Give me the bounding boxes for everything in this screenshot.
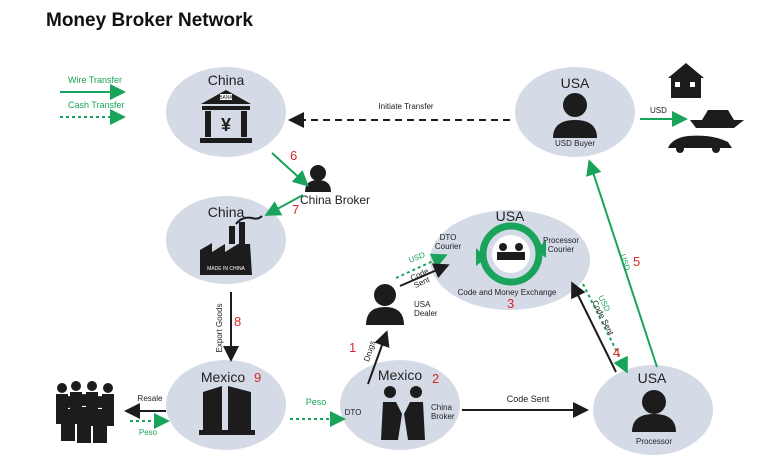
factory-icon: MADE IN CHINA [200,215,263,275]
china-bank-label: China [208,72,245,88]
crowd-icon [56,381,114,443]
house-icon [668,63,704,98]
usa-buyer-sub: USD Buyer [555,139,595,148]
handshake-icon [381,386,425,440]
step-6: 6 [290,148,297,163]
drugs-arrow [367,330,390,385]
usa-exchange-label: USA [496,208,525,224]
processor-person-icon [632,390,676,432]
china-broker-label: China Broker [300,193,370,207]
yen-symbol: ¥ [221,115,231,135]
usd-processor-arrow [582,283,628,374]
dealer-person-icon [366,284,404,325]
initiate-transfer-label: Initiate Transfer [378,102,433,111]
legend-wire-label: Wire Transfer [68,75,122,85]
step-1: 1 [349,340,356,355]
arrow-7 [264,194,304,216]
page-title: Money Broker Network [46,10,253,31]
bank-icon: BANK ¥ [200,90,252,143]
usa-exchange-sub: Code and Money Exchange [458,288,557,297]
china-broker-person-icon [305,165,331,192]
buyer-person-icon [553,93,597,138]
usa-processor-sub: Processor [636,437,672,446]
step-7: 7 [292,202,299,217]
usa-processor-label: USA [638,370,667,386]
factory-sign: MADE IN CHINA [207,266,245,272]
exchange-icon [476,222,546,286]
step-9: 9 [254,370,261,385]
building-icon [199,386,255,435]
arrow-6 [271,152,309,187]
yacht-icon [690,110,744,128]
mexico-left-label: Mexico [201,369,246,385]
drugs-label: Drugs [362,340,377,363]
mexico-left-node [166,360,286,450]
mexico-mid-node [340,360,460,450]
resale-label: Resale [138,394,163,403]
peso-people-label: Peso [139,428,158,437]
step-2: 2 [432,371,439,386]
bank-sign: BANK [219,95,233,101]
usd-dealer-arrow [395,253,448,279]
legend: Wire Transfer Cash Transfer [60,75,126,125]
code-sent-label: Code Sent [507,394,550,404]
step-4: 4 [613,345,620,360]
mexico-mid-label: Mexico [378,367,423,383]
legend-cash-label: Cash Transfer [68,100,125,110]
usd-dealer-label: USD [407,250,426,265]
step-5: 5 [633,254,640,269]
usd-return-arrow [586,159,658,368]
step-8: 8 [234,314,241,329]
export-goods-label: Export Goods [215,304,224,353]
car-icon [668,135,732,153]
code-sent-processor-arrow [571,281,617,373]
usd-return-label: USD [618,253,632,272]
china-bank-node [166,67,286,157]
code-sent-dealer-arrow [399,263,450,287]
china-factory-label: China [208,204,245,220]
step-3: 3 [507,296,514,311]
usd-goods-label: USD [650,106,667,115]
peso-label: Peso [306,397,327,407]
dto-label: DTO [345,408,362,417]
usa-buyer-label: USA [561,75,590,91]
